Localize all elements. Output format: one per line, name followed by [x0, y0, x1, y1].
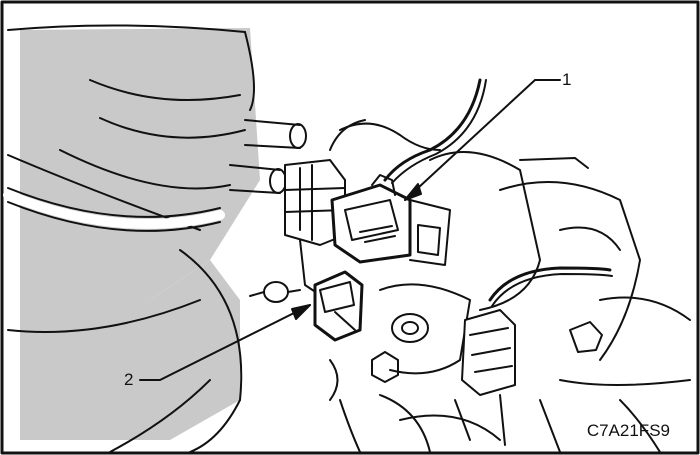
callout-1-label: 1: [562, 70, 572, 89]
figure-code: C7A21FS9: [586, 421, 670, 440]
callout-1-leader: [404, 79, 561, 201]
callout-2-leader: [139, 304, 311, 381]
callout-2-arrowhead: [291, 304, 311, 320]
callout-1-arrowhead: [404, 183, 422, 201]
callout-2-label: 2: [124, 370, 134, 389]
